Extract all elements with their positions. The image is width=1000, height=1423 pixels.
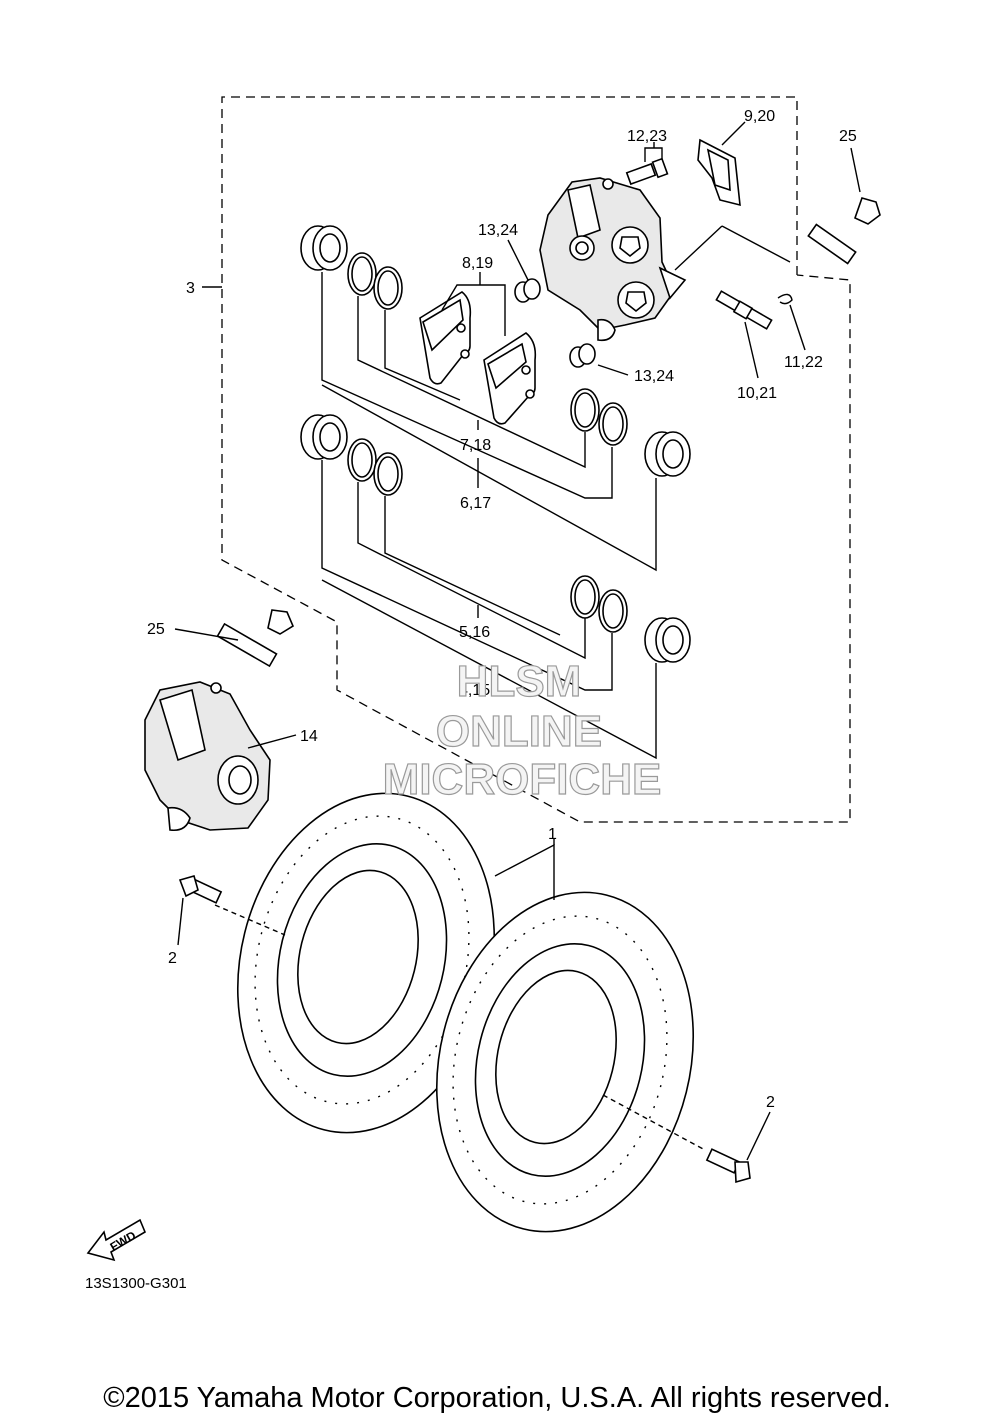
watermark-line-1: HLSM [457, 657, 582, 706]
piston-group-lower-right [570, 575, 691, 663]
caliper-assembly-outline [221, 96, 851, 823]
piston-bore [319, 422, 341, 452]
brake-disc-right [435, 891, 695, 1233]
dust-seal-inner [602, 593, 624, 629]
callout-3: 3 [186, 280, 195, 297]
piston-group-upper-left [300, 225, 403, 310]
callout-13-24-upper: 13,24 [478, 222, 518, 239]
caliper-body-upper [539, 177, 687, 342]
fwd-arrow-icon: FWD [86, 1218, 147, 1262]
brake-disc-left [236, 792, 496, 1134]
piston-bore [319, 233, 341, 263]
callout-7-18: 7,18 [460, 437, 491, 454]
watermark-line-3: MICROFICHE [383, 755, 662, 804]
brake-pad [483, 332, 537, 425]
caliper-bolt-lower [174, 609, 295, 668]
piston-bore [662, 439, 684, 469]
caliper-bolt-upper [807, 147, 881, 265]
piston-seal-inner [351, 442, 373, 478]
pad-pin [674, 225, 791, 379]
dust-seal-inner [602, 406, 624, 442]
caliper-bushing-upper [507, 239, 541, 303]
callout-25-upper: 25 [839, 128, 857, 145]
pad-pin-clip [777, 293, 806, 351]
piston-seal-inner [574, 392, 596, 428]
callout-11-22: 11,22 [784, 354, 823, 371]
callout-14: 14 [300, 728, 318, 745]
piston-leaders [321, 272, 657, 760]
piston-group-middle-left [300, 414, 403, 496]
callout-4-15: 4,15 [459, 682, 490, 699]
disc-bolt-lower [602, 1094, 771, 1184]
diagram-code: 13S1300-G301 [85, 1275, 187, 1292]
caliper-assembly-left [144, 681, 297, 832]
caliper-bushing-lower [569, 343, 629, 376]
callout-25-lower: 25 [147, 621, 165, 638]
brake-pad-backing [422, 298, 464, 352]
piston-bore [662, 625, 684, 655]
pad-spring [697, 121, 746, 207]
callout-2-lower: 2 [766, 1094, 775, 1111]
leader-line [494, 843, 555, 900]
callout-10-21: 10,21 [737, 385, 777, 402]
callout-9-20: 9,20 [744, 108, 775, 125]
piston-group-upper-right [570, 388, 691, 477]
dust-seal-inner [377, 456, 399, 492]
brake-pads [419, 272, 537, 425]
callout-2-upper: 2 [168, 950, 177, 967]
piston-seal-inner [351, 256, 373, 292]
brake-pad-backing [487, 342, 527, 390]
callout-5-16: 5,16 [459, 624, 490, 641]
disc-bolt-upper [177, 875, 286, 946]
watermark-line-2: ONLINE [436, 707, 602, 756]
callout-8-19: 8,19 [462, 255, 493, 272]
callout-1: 1 [548, 826, 557, 843]
piston-seal-inner [574, 579, 596, 615]
callout-12-23: 12,23 [627, 128, 667, 145]
callout-6-17: 6,17 [460, 495, 491, 512]
callout-13-24-lower: 13,24 [634, 368, 674, 385]
bleed-screw [625, 142, 669, 186]
copyright-text: ©2015 Yamaha Motor Corporation, U.S.A. A… [103, 1382, 891, 1414]
dust-seal-inner [377, 270, 399, 306]
